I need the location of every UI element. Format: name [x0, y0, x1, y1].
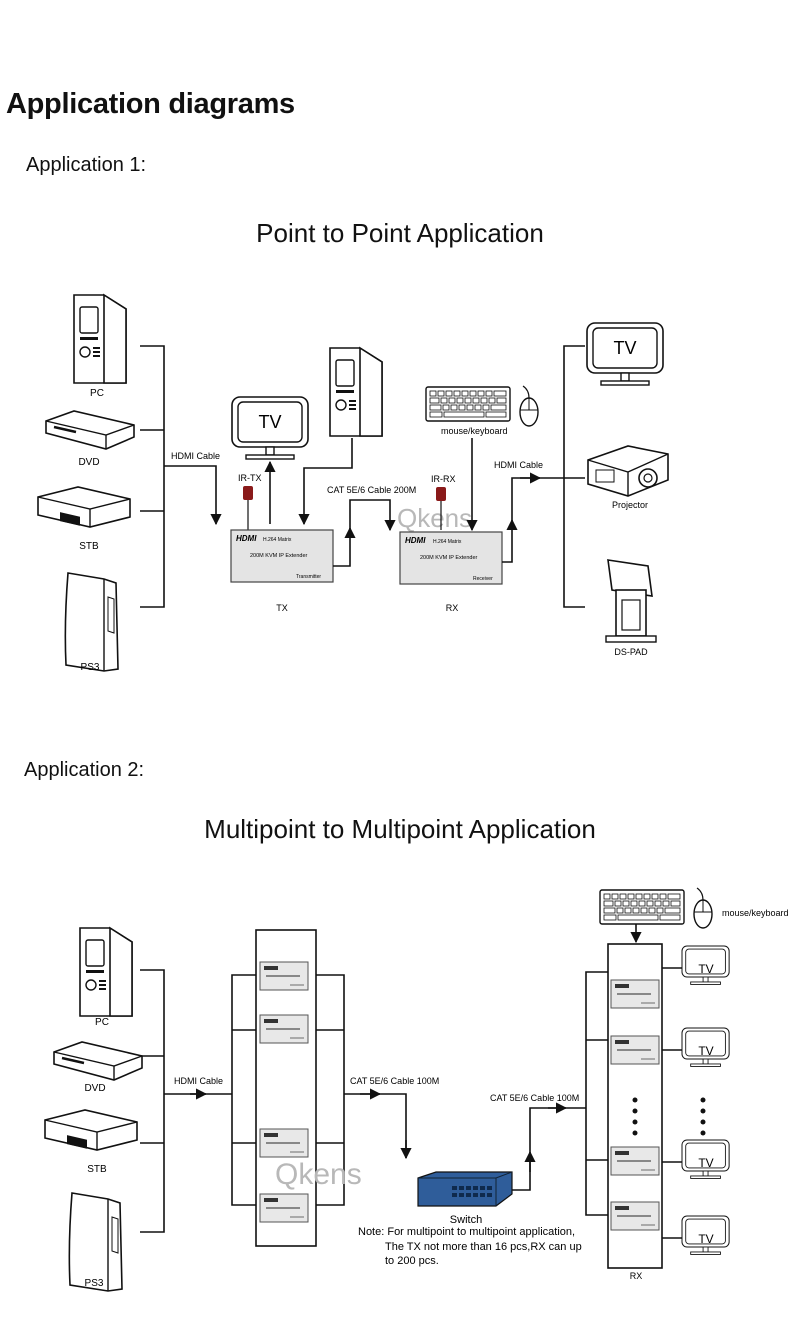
mouse-icon: [519, 385, 539, 427]
rx-extender: HDMI H.264 Matrix 200M KVM IP Extender R…: [399, 531, 503, 585]
cat-cable-label: CAT 5E/6 Cable 100M: [350, 1076, 439, 1086]
pc-icon: [79, 927, 133, 1017]
tx-extender: HDMI H.264 Matrix 200M KVM IP Extender T…: [230, 529, 334, 583]
ps3-icon: [68, 1192, 123, 1292]
switch-label: Switch: [450, 1214, 482, 1226]
display-bus: [540, 345, 585, 608]
tx-bus-out: [316, 974, 412, 1206]
tx-line3: Transmitter: [296, 574, 321, 580]
mouse-keyboard-label: mouse/keyboard: [722, 908, 789, 918]
note-line: to 200 pcs.: [385, 1255, 439, 1267]
rx-label: RX: [446, 603, 459, 613]
more-tv-dots: [700, 1097, 706, 1136]
rx-label: RX: [630, 1271, 643, 1281]
rx-unit: [610, 1146, 660, 1176]
hdmi-cable-label: HDMI Cable: [494, 460, 543, 470]
tv-label: TV: [698, 1044, 713, 1058]
pc-icon: [329, 347, 383, 437]
app1-title: Point to Point Application: [256, 218, 544, 248]
tv-label: TV: [698, 1156, 713, 1170]
source-label-dvd: DVD: [84, 1083, 105, 1094]
tx-line1: H.264 Matrix: [263, 537, 292, 543]
source-label-dvd: DVD: [78, 457, 99, 468]
rx-unit: [610, 979, 660, 1009]
rx-brand: HDMI: [405, 536, 426, 545]
display-label-tv: TV: [613, 338, 636, 358]
tv-label: TV: [698, 962, 713, 976]
rx-line1: H.264 Matrix: [433, 539, 462, 545]
source-label-stb: STB: [79, 541, 99, 552]
ir-rx-label: IR-RX: [431, 474, 456, 484]
pc-icon: [73, 294, 127, 384]
dvd-icon: [52, 1040, 144, 1082]
hdmi-cable-label: HDMI Cable: [174, 1076, 223, 1086]
tx-brand: HDMI: [236, 534, 257, 543]
tx-label: TX: [276, 603, 288, 613]
rx-unit: [610, 1201, 660, 1231]
hdmi-cable-label: HDMI Cable: [171, 451, 220, 461]
stb-icon: [44, 1109, 138, 1151]
app1-diagram: PC DVD STB PS3 HDMI Cable TV IR-TX HDMI …: [37, 294, 669, 673]
app2-diagram: PC DVD STB PS3 HDMI Cable: [44, 887, 789, 1292]
source-label-ps3: PS3: [81, 662, 100, 673]
tv-label: TV: [698, 1232, 713, 1246]
cat-cable-label: CAT 5E/6 Cable 100M: [490, 1093, 579, 1103]
tx-line2: 200M KVM IP Extender: [250, 553, 308, 559]
mouse-keyboard-label: mouse/keyboard: [441, 426, 508, 436]
dvd-icon: [44, 409, 136, 451]
rx-line2: 200M KVM IP Extender: [420, 555, 478, 561]
projector-icon: [587, 445, 669, 497]
watermark: Qkens: [275, 1158, 362, 1191]
tx-bus-in: [231, 974, 256, 1206]
tx-unit: [259, 1128, 309, 1158]
app1-label: Application 1:: [26, 154, 147, 176]
tx-unit: [259, 1193, 309, 1223]
source-bus: [140, 969, 232, 1233]
display-label-ds-pad: DS-PAD: [614, 647, 648, 657]
tx-unit: [259, 961, 309, 991]
source-label-pc: PC: [90, 388, 104, 399]
keyboard-icon: [599, 889, 685, 925]
source-label-pc: PC: [95, 1017, 109, 1028]
tx-unit: [259, 1014, 309, 1044]
rx-unit: [610, 1035, 660, 1065]
rx-line3: Receiver: [473, 576, 493, 582]
note-line: Note: For multipoint to multipoint appli…: [358, 1226, 575, 1238]
ds-pad-icon: [605, 559, 657, 643]
ir-tx-icon: [242, 485, 254, 509]
switch-icon: [417, 1171, 513, 1207]
more-rx-dots: [632, 1097, 638, 1136]
stb-icon: [37, 486, 131, 528]
source-label-ps3: PS3: [85, 1278, 104, 1289]
tv-label: TV: [258, 412, 281, 432]
ps3-icon: [64, 572, 119, 672]
page-heading: Application diagrams: [6, 88, 295, 120]
source-label-stb: STB: [87, 1164, 107, 1175]
display-label-projector: Projector: [612, 500, 648, 510]
cat-cable-label: CAT 5E/6 Cable 200M: [327, 485, 416, 495]
source-bus: [140, 345, 222, 608]
app2-label: Application 2:: [24, 759, 145, 781]
mouse-icon: [693, 887, 713, 929]
ir-tx-label: IR-TX: [238, 473, 262, 483]
tv-links: [662, 967, 682, 1239]
watermark: Qkens: [397, 503, 472, 533]
note-line: The TX not more than 16 pcs,RX can up: [385, 1241, 582, 1253]
rx-bus-in: [512, 971, 608, 1216]
keyboard-icon: [425, 386, 511, 422]
app2-title: Multipoint to Multipoint Application: [204, 814, 596, 844]
